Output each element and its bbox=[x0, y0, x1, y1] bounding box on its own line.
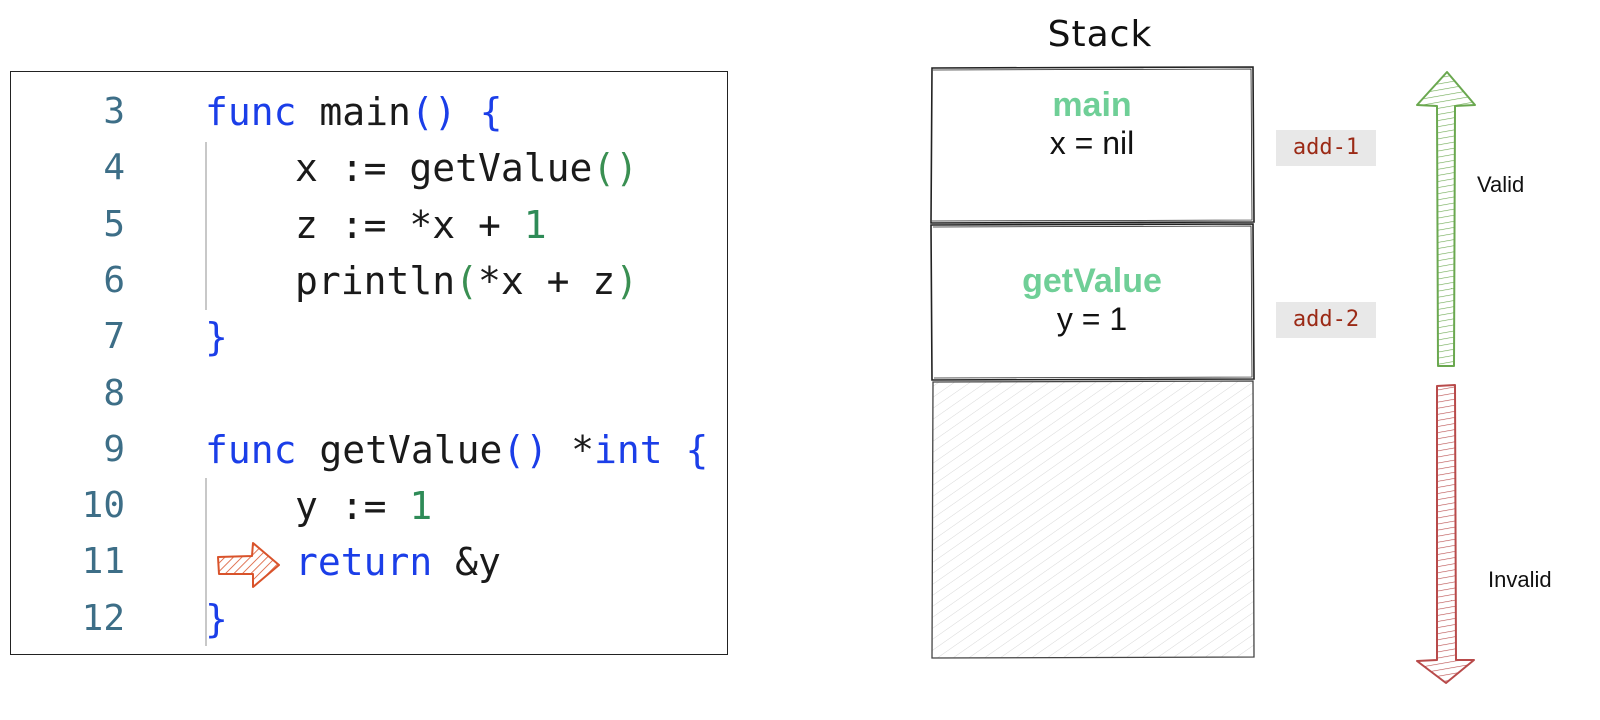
arrow-right-icon bbox=[217, 542, 280, 588]
arrow-down-icon bbox=[1416, 384, 1475, 684]
code-token: { bbox=[685, 427, 709, 472]
line-number: 5 bbox=[103, 203, 125, 245]
code-line: 7} bbox=[11, 309, 727, 365]
code-token: 1 bbox=[409, 484, 433, 529]
frame-name: main bbox=[1052, 86, 1132, 124]
code-line: 4 x := getValue() bbox=[11, 140, 727, 196]
code-text: x := getValue() bbox=[295, 140, 638, 196]
code-token: { bbox=[479, 90, 503, 134]
stack-frame-main: main x = nil bbox=[932, 86, 1252, 162]
code-text: func main() { bbox=[205, 84, 502, 140]
stack-frame-main-box bbox=[930, 66, 1255, 224]
stack-frame-getvalue-box bbox=[930, 223, 1255, 381]
indent-guide bbox=[205, 478, 207, 646]
line-number: 3 bbox=[103, 91, 125, 132]
line-number: 11 bbox=[81, 541, 125, 583]
line-number: 8 bbox=[103, 372, 125, 414]
code-text: return &y bbox=[295, 534, 501, 590]
code-token: ( bbox=[455, 258, 479, 303]
invalid-label: Invalid bbox=[1488, 567, 1552, 592]
stack-free-area bbox=[931, 380, 1255, 659]
code-token: println bbox=[295, 258, 456, 303]
code-token: z := *x + bbox=[295, 202, 524, 247]
line-number: 6 bbox=[103, 259, 125, 301]
line-number: 12 bbox=[81, 597, 125, 639]
code-token: * bbox=[548, 427, 594, 472]
code-text: z := *x + 1 bbox=[295, 197, 547, 253]
code-text: func getValue() *int { bbox=[205, 422, 708, 478]
code-token: ) bbox=[615, 258, 639, 303]
code-token: 1 bbox=[523, 202, 547, 247]
code-token: } bbox=[205, 596, 228, 641]
address-tag-main: add-1 bbox=[1276, 130, 1376, 166]
code-token: return bbox=[295, 540, 433, 585]
code-line: 11 return &y bbox=[11, 534, 727, 590]
code-token bbox=[457, 90, 480, 134]
code-token: x := getValue bbox=[295, 146, 593, 191]
arrow-up-icon bbox=[1416, 71, 1476, 367]
address-tag-getvalue: add-2 bbox=[1276, 302, 1376, 338]
valid-label: Valid bbox=[1477, 172, 1525, 197]
code-line: 6 println(*x + z) bbox=[11, 253, 727, 309]
code-line: 5 z := *x + 1 bbox=[11, 197, 727, 253]
frame-variable: y = 1 bbox=[1056, 301, 1128, 337]
stack-frames-drawing bbox=[930, 66, 1255, 659]
stack-frame-getvalue: getValue y = 1 bbox=[932, 262, 1252, 338]
code-token: getValue bbox=[296, 427, 503, 472]
code-line: 9 func getValue() *int { bbox=[11, 422, 727, 478]
code-line: 10 y := 1 bbox=[11, 478, 727, 534]
code-token: } bbox=[205, 315, 228, 360]
code-text: } bbox=[205, 309, 228, 365]
code-line: 3 func main() { bbox=[11, 84, 727, 140]
frame-name: getValue bbox=[1022, 262, 1162, 300]
code-text: y := 1 bbox=[295, 478, 432, 534]
code-token: &y bbox=[432, 540, 501, 585]
code-line: 12} bbox=[11, 591, 727, 647]
frame-variable: x = nil bbox=[1049, 125, 1135, 161]
stack-title: Stack bbox=[1047, 14, 1153, 55]
code-token: *x + z bbox=[478, 258, 616, 303]
code-token: int bbox=[593, 427, 663, 472]
code-token: main bbox=[296, 90, 411, 134]
code-token: func bbox=[205, 427, 297, 472]
code-text: println(*x + z) bbox=[295, 253, 638, 309]
code-line: 8 bbox=[11, 366, 727, 422]
code-token bbox=[663, 428, 686, 472]
code-token: func bbox=[205, 90, 297, 134]
line-number: 10 bbox=[81, 485, 125, 527]
code-token: y := bbox=[295, 484, 410, 529]
code-token: () bbox=[502, 427, 549, 472]
code-token: () bbox=[592, 146, 639, 191]
code-text: } bbox=[205, 591, 228, 647]
line-number: 4 bbox=[103, 147, 125, 189]
code-token: () bbox=[410, 90, 457, 134]
line-number: 7 bbox=[103, 316, 125, 358]
line-number: 9 bbox=[103, 428, 125, 470]
indent-guide bbox=[205, 142, 207, 310]
